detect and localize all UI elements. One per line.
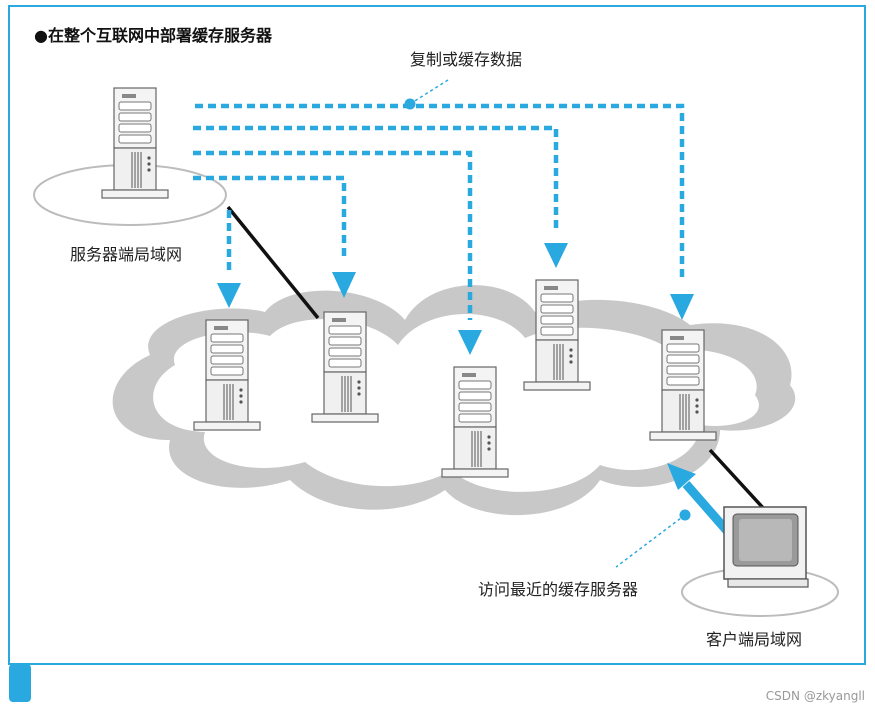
access-dot xyxy=(679,509,691,521)
watermark: CSDN @zkyangll xyxy=(765,689,865,703)
frame xyxy=(8,5,866,665)
client-link xyxy=(708,448,767,512)
access-arrow-head xyxy=(667,463,696,490)
frame-tab xyxy=(9,664,31,702)
server-lan-label: 服务器端局域网 xyxy=(70,245,183,264)
access-leader xyxy=(615,514,686,568)
replicate-leader xyxy=(409,79,449,105)
access-arrow-shaft xyxy=(682,481,732,535)
replicate-dot xyxy=(404,98,416,110)
replicate-label: 复制或缓存数据 xyxy=(410,50,523,69)
client-monitor-icon xyxy=(723,506,809,588)
client-lan-label: 客户端局域网 xyxy=(706,630,803,649)
replication-arrowheads xyxy=(217,243,694,355)
origin-link xyxy=(226,205,320,320)
diagram-title: ●在整个互联网中部署缓存服务器 xyxy=(34,26,272,45)
access-nearest-label: 访问最近的缓存服务器 xyxy=(478,580,639,599)
replication-arrows xyxy=(193,103,685,320)
